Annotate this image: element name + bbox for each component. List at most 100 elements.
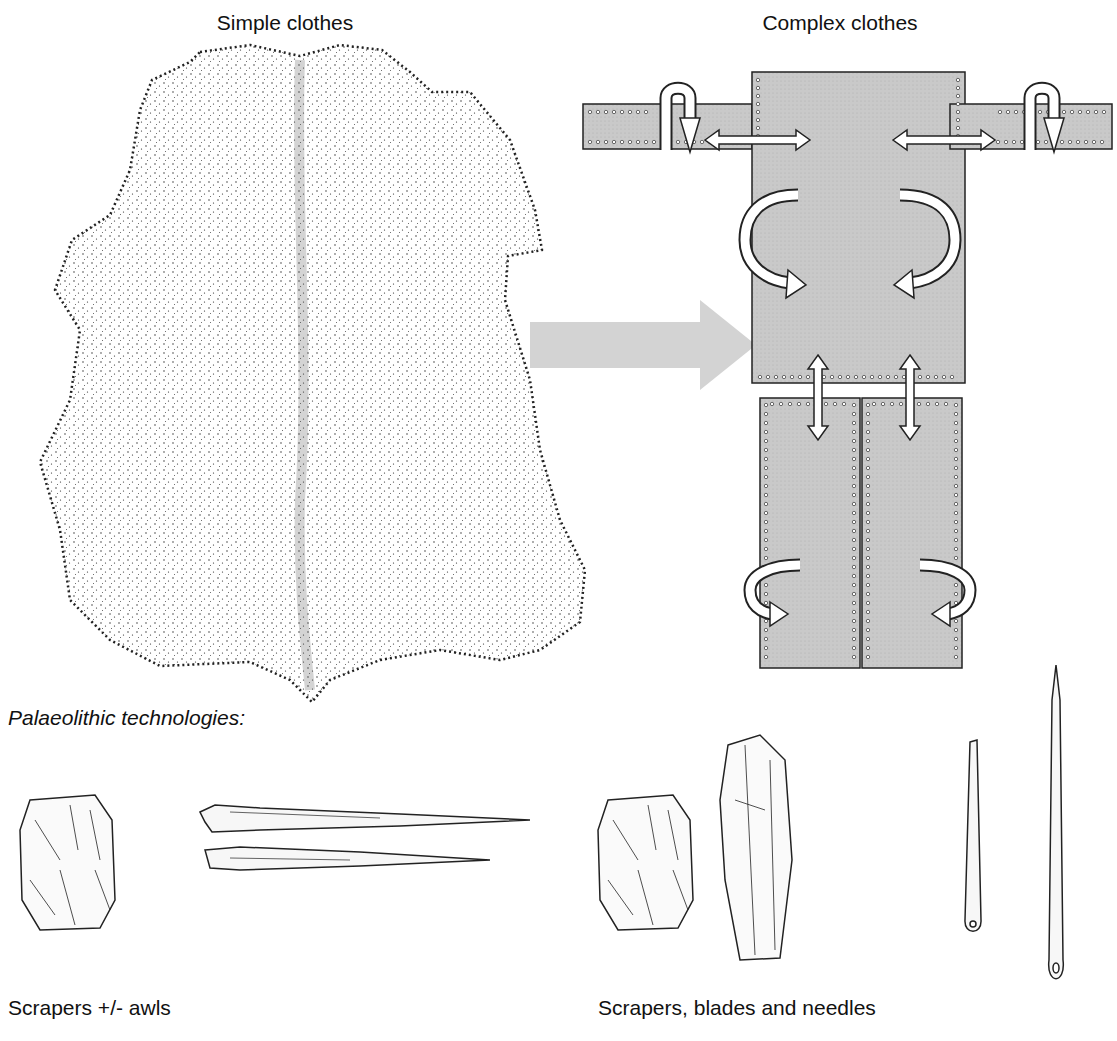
stitch-hole (852, 556, 855, 559)
stitch-hole (954, 628, 957, 631)
stitch-hole (790, 375, 793, 378)
stitch-hole (797, 402, 800, 405)
stitch-hole (866, 475, 869, 478)
stitch-hole (852, 403, 855, 406)
awls (200, 805, 530, 870)
stitch-hole (700, 140, 703, 143)
stitch-hole (998, 110, 1001, 113)
stitch-hole (1078, 110, 1081, 113)
stitch-hole (756, 86, 759, 89)
animal-hide (40, 45, 585, 702)
stitch-hole (764, 484, 767, 487)
stitch-hole (1044, 140, 1047, 143)
stitch-hole (764, 403, 767, 406)
stitch-hole (954, 502, 957, 505)
stitch-hole (764, 439, 767, 442)
stitch-hole (866, 592, 869, 595)
stitch-hole (954, 655, 957, 658)
stitch-hole (954, 583, 957, 586)
stitch-hole (866, 619, 869, 622)
stitch-hole (862, 375, 865, 378)
stitch-hole (833, 402, 836, 405)
tool-caption: Scrapers, blades and needles (598, 995, 876, 1020)
stitch-hole (954, 592, 957, 595)
stitch-hole (758, 375, 761, 378)
stitch-hole (604, 140, 607, 143)
stitch-hole (852, 466, 855, 469)
stitch-hole (1084, 140, 1087, 143)
stitch-hole (1076, 140, 1079, 143)
stitch-hole (866, 466, 869, 469)
stitch-hole (954, 412, 957, 415)
stitch-hole (620, 140, 623, 143)
stitch-hole (838, 375, 841, 378)
stitch-hole (954, 556, 957, 559)
stitch-hole (1012, 140, 1015, 143)
stitch-hole (899, 402, 902, 405)
join-arrows (705, 130, 995, 440)
stitch-hole (612, 140, 615, 143)
stitch-hole (954, 484, 957, 487)
stitch-hole (866, 484, 869, 487)
stitch-hole (996, 140, 999, 143)
stitch-hole (852, 583, 855, 586)
stitch-hole (956, 78, 959, 81)
stitch-hole (954, 493, 957, 496)
stitch-hole (1070, 110, 1073, 113)
stitch-hole (854, 375, 857, 378)
stitch-hole (764, 592, 767, 595)
scraper-left (20, 795, 115, 930)
stitch-hole (1038, 110, 1041, 113)
stitch-hole (852, 430, 855, 433)
needles (965, 665, 1063, 979)
stitch-hole (764, 655, 767, 658)
stitch-hole (866, 565, 869, 568)
stitch-hole (881, 402, 884, 405)
stitch-hole (628, 110, 631, 113)
stitch-hole (852, 475, 855, 478)
stitch-hole (852, 637, 855, 640)
stitch-hole (852, 628, 855, 631)
stitch-hole (866, 655, 869, 658)
stitch-hole (756, 118, 759, 121)
stitch-hole (866, 538, 869, 541)
stitch-hole (926, 375, 929, 378)
garment-pieces (583, 72, 1112, 668)
stitch-hole (852, 439, 855, 442)
stitch-hole (756, 78, 759, 81)
stitch-hole (852, 538, 855, 541)
stitch-hole (944, 402, 947, 405)
stitch-hole (852, 520, 855, 523)
stitch-hole (764, 547, 767, 550)
stitch-hole (764, 637, 767, 640)
stitch-hole (918, 375, 921, 378)
stitch-hole (604, 110, 607, 113)
stitch-hole (756, 102, 759, 105)
stitch-hole (872, 402, 875, 405)
stitch-hole (866, 430, 869, 433)
stitch-hole (764, 412, 767, 415)
stitch-hole (636, 110, 639, 113)
stitch-hole (866, 583, 869, 586)
stitch-hole (954, 529, 957, 532)
stitch-hole (764, 520, 767, 523)
stitch-hole (917, 402, 920, 405)
stitch-hole (612, 110, 615, 113)
stitch-hole (764, 529, 767, 532)
stitch-hole (866, 403, 869, 406)
stitch-hole (954, 403, 957, 406)
stitch-hole (806, 402, 809, 405)
stitch-hole (764, 493, 767, 496)
stitch-hole (954, 520, 957, 523)
stitch-hole (852, 421, 855, 424)
stitch-hole (1036, 140, 1039, 143)
stitch-hole (866, 421, 869, 424)
stitch-hole (886, 375, 889, 378)
stitch-hole (824, 402, 827, 405)
stitch-hole (866, 412, 869, 415)
stitch-hole (620, 110, 623, 113)
stitch-hole (588, 140, 591, 143)
stitch-hole (774, 375, 777, 378)
stitch-hole (764, 502, 767, 505)
stitch-hole (1062, 110, 1065, 113)
